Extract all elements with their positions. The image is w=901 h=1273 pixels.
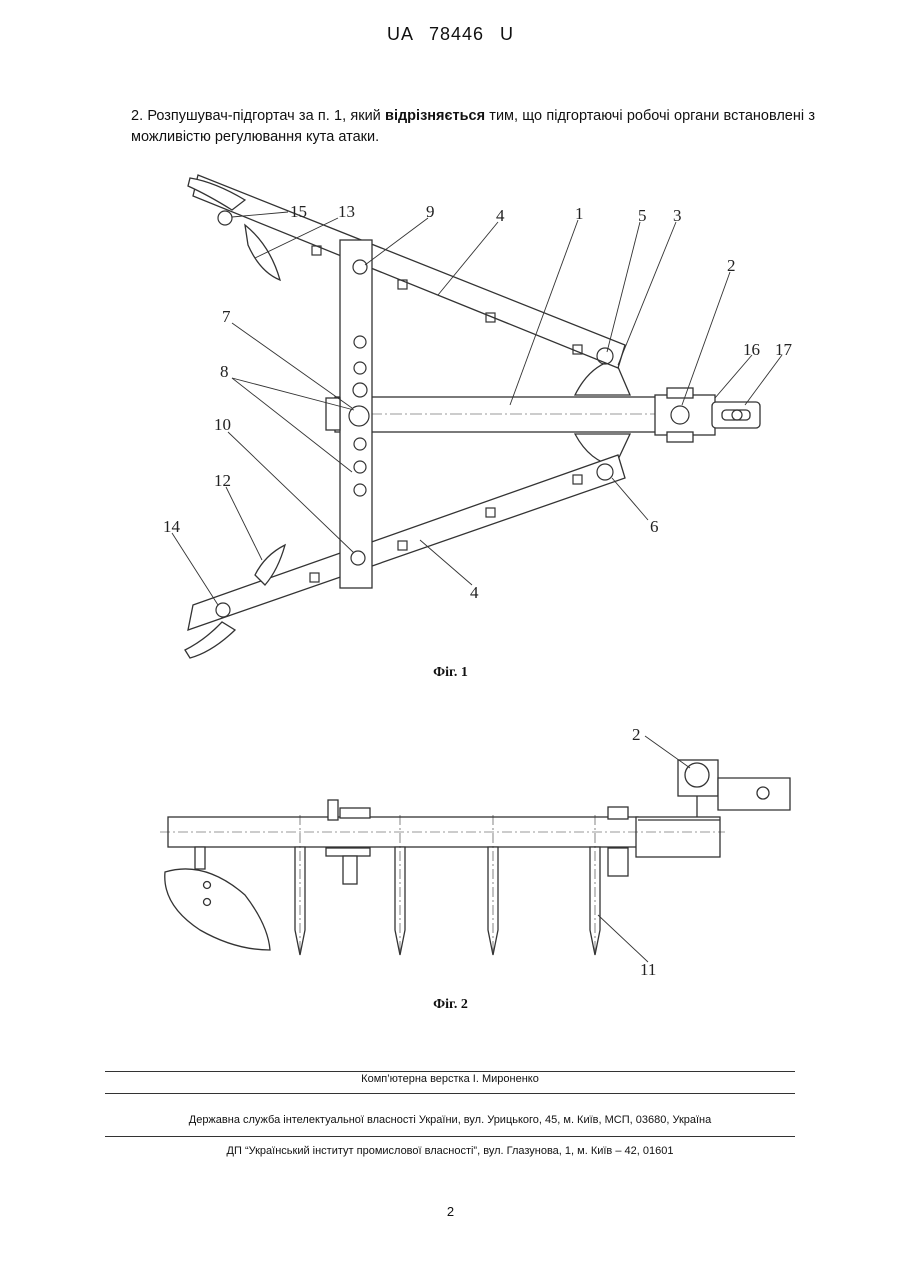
upper-gusset bbox=[575, 360, 630, 395]
figure-1-drawing: 15 13 9 4 1 5 3 2 16 17 7 8 10 12 14 6 4 bbox=[0, 0, 901, 700]
vertical-crossbar bbox=[340, 240, 372, 588]
fig1-label: 17 bbox=[775, 340, 793, 359]
footer-layout-credit: Комп’ютерна верстка І. Мироненко bbox=[105, 1073, 795, 1085]
upper-arm bbox=[193, 175, 625, 368]
fig1-label: 7 bbox=[222, 307, 231, 326]
footer-rule bbox=[105, 1071, 795, 1072]
fig1-label: 12 bbox=[214, 471, 231, 490]
hitch-block bbox=[655, 395, 715, 435]
fig1-label: 3 bbox=[673, 206, 682, 225]
fig1-label: 9 bbox=[426, 202, 435, 221]
footer-institute: ДП “Український інститут промислової вла… bbox=[105, 1145, 795, 1157]
fig1-label: 8 bbox=[220, 362, 229, 381]
fig1-label: 1 bbox=[575, 204, 584, 223]
fig1-label: 10 bbox=[214, 415, 231, 434]
fig2-label: 2 bbox=[632, 725, 641, 744]
footer-rule bbox=[105, 1136, 795, 1137]
fig1-label: 5 bbox=[638, 206, 647, 225]
fig1-label: 4 bbox=[470, 583, 479, 602]
fig2-label: 11 bbox=[640, 960, 656, 979]
main-beam bbox=[335, 397, 660, 432]
page-number: 2 bbox=[0, 1204, 901, 1219]
hitch-bar bbox=[718, 778, 790, 810]
figure-1-caption: Фіг. 1 bbox=[0, 665, 901, 681]
fig1-label: 16 bbox=[743, 340, 760, 359]
fig1-label: 13 bbox=[338, 202, 355, 221]
figure-2-caption: Фіг. 2 bbox=[0, 997, 901, 1013]
fig1-label: 4 bbox=[496, 206, 505, 225]
footer-agency: Державна служба інтелектуальної власност… bbox=[105, 1114, 795, 1126]
frame-beam-end bbox=[636, 817, 720, 857]
hitch-clamp bbox=[678, 760, 718, 796]
fig1-label: 14 bbox=[163, 517, 181, 536]
fig1-label: 2 bbox=[727, 256, 736, 275]
footer-rule bbox=[105, 1093, 795, 1094]
hilling-disc bbox=[165, 869, 270, 950]
figure-2-drawing: 2 11 bbox=[0, 700, 901, 1000]
fig1-label: 6 bbox=[650, 517, 659, 536]
upper-share-blade bbox=[245, 225, 280, 280]
fig1-label: 15 bbox=[290, 202, 307, 221]
